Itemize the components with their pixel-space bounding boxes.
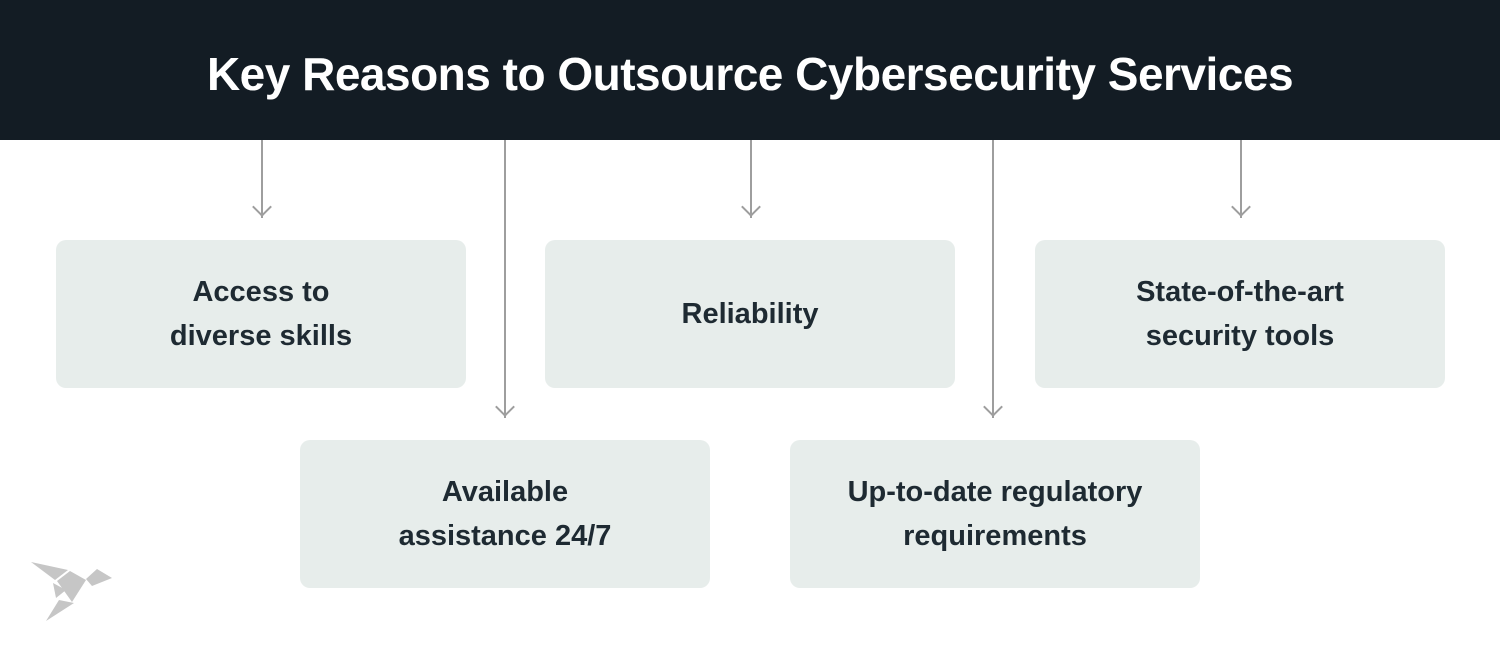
- reason-box-regulatory-requirements: Up-to-date regulatory requirements: [790, 440, 1200, 588]
- arrow-stem: [504, 140, 506, 418]
- reason-label: Up-to-date regulatory requirements: [847, 476, 1143, 552]
- title-banner: Key Reasons to Outsource Cybersecurity S…: [0, 0, 1500, 140]
- arrow-stem: [261, 140, 263, 218]
- arrow-stem: [992, 140, 994, 418]
- origami-bird-logo: [31, 562, 112, 621]
- reason-label: Available assistance 24/7: [398, 476, 612, 552]
- reason-box-available-assistance: Available assistance 24/7: [300, 440, 710, 588]
- page-title: Key Reasons to Outsource Cybersecurity S…: [206, 48, 1294, 100]
- arrow-head-icon: [495, 397, 515, 417]
- arrow-head-icon: [252, 197, 272, 217]
- reason-label: Reliability: [681, 298, 819, 330]
- arrow-stem: [1240, 140, 1242, 218]
- reason-box-access-to-diverse-skills: Access to diverse skills: [56, 240, 466, 388]
- reason-label: Access to diverse skills: [169, 276, 353, 352]
- arrow-stem: [750, 140, 752, 218]
- arrow-head-icon: [983, 397, 1003, 417]
- reason-label: State-of-the-art security tools: [1136, 276, 1344, 352]
- reason-box-state-of-the-art-security-tools: State-of-the-art security tools: [1035, 240, 1445, 388]
- arrow-head-icon: [1231, 197, 1251, 217]
- reason-box-reliability: Reliability: [545, 240, 955, 388]
- arrow-head-icon: [741, 197, 761, 217]
